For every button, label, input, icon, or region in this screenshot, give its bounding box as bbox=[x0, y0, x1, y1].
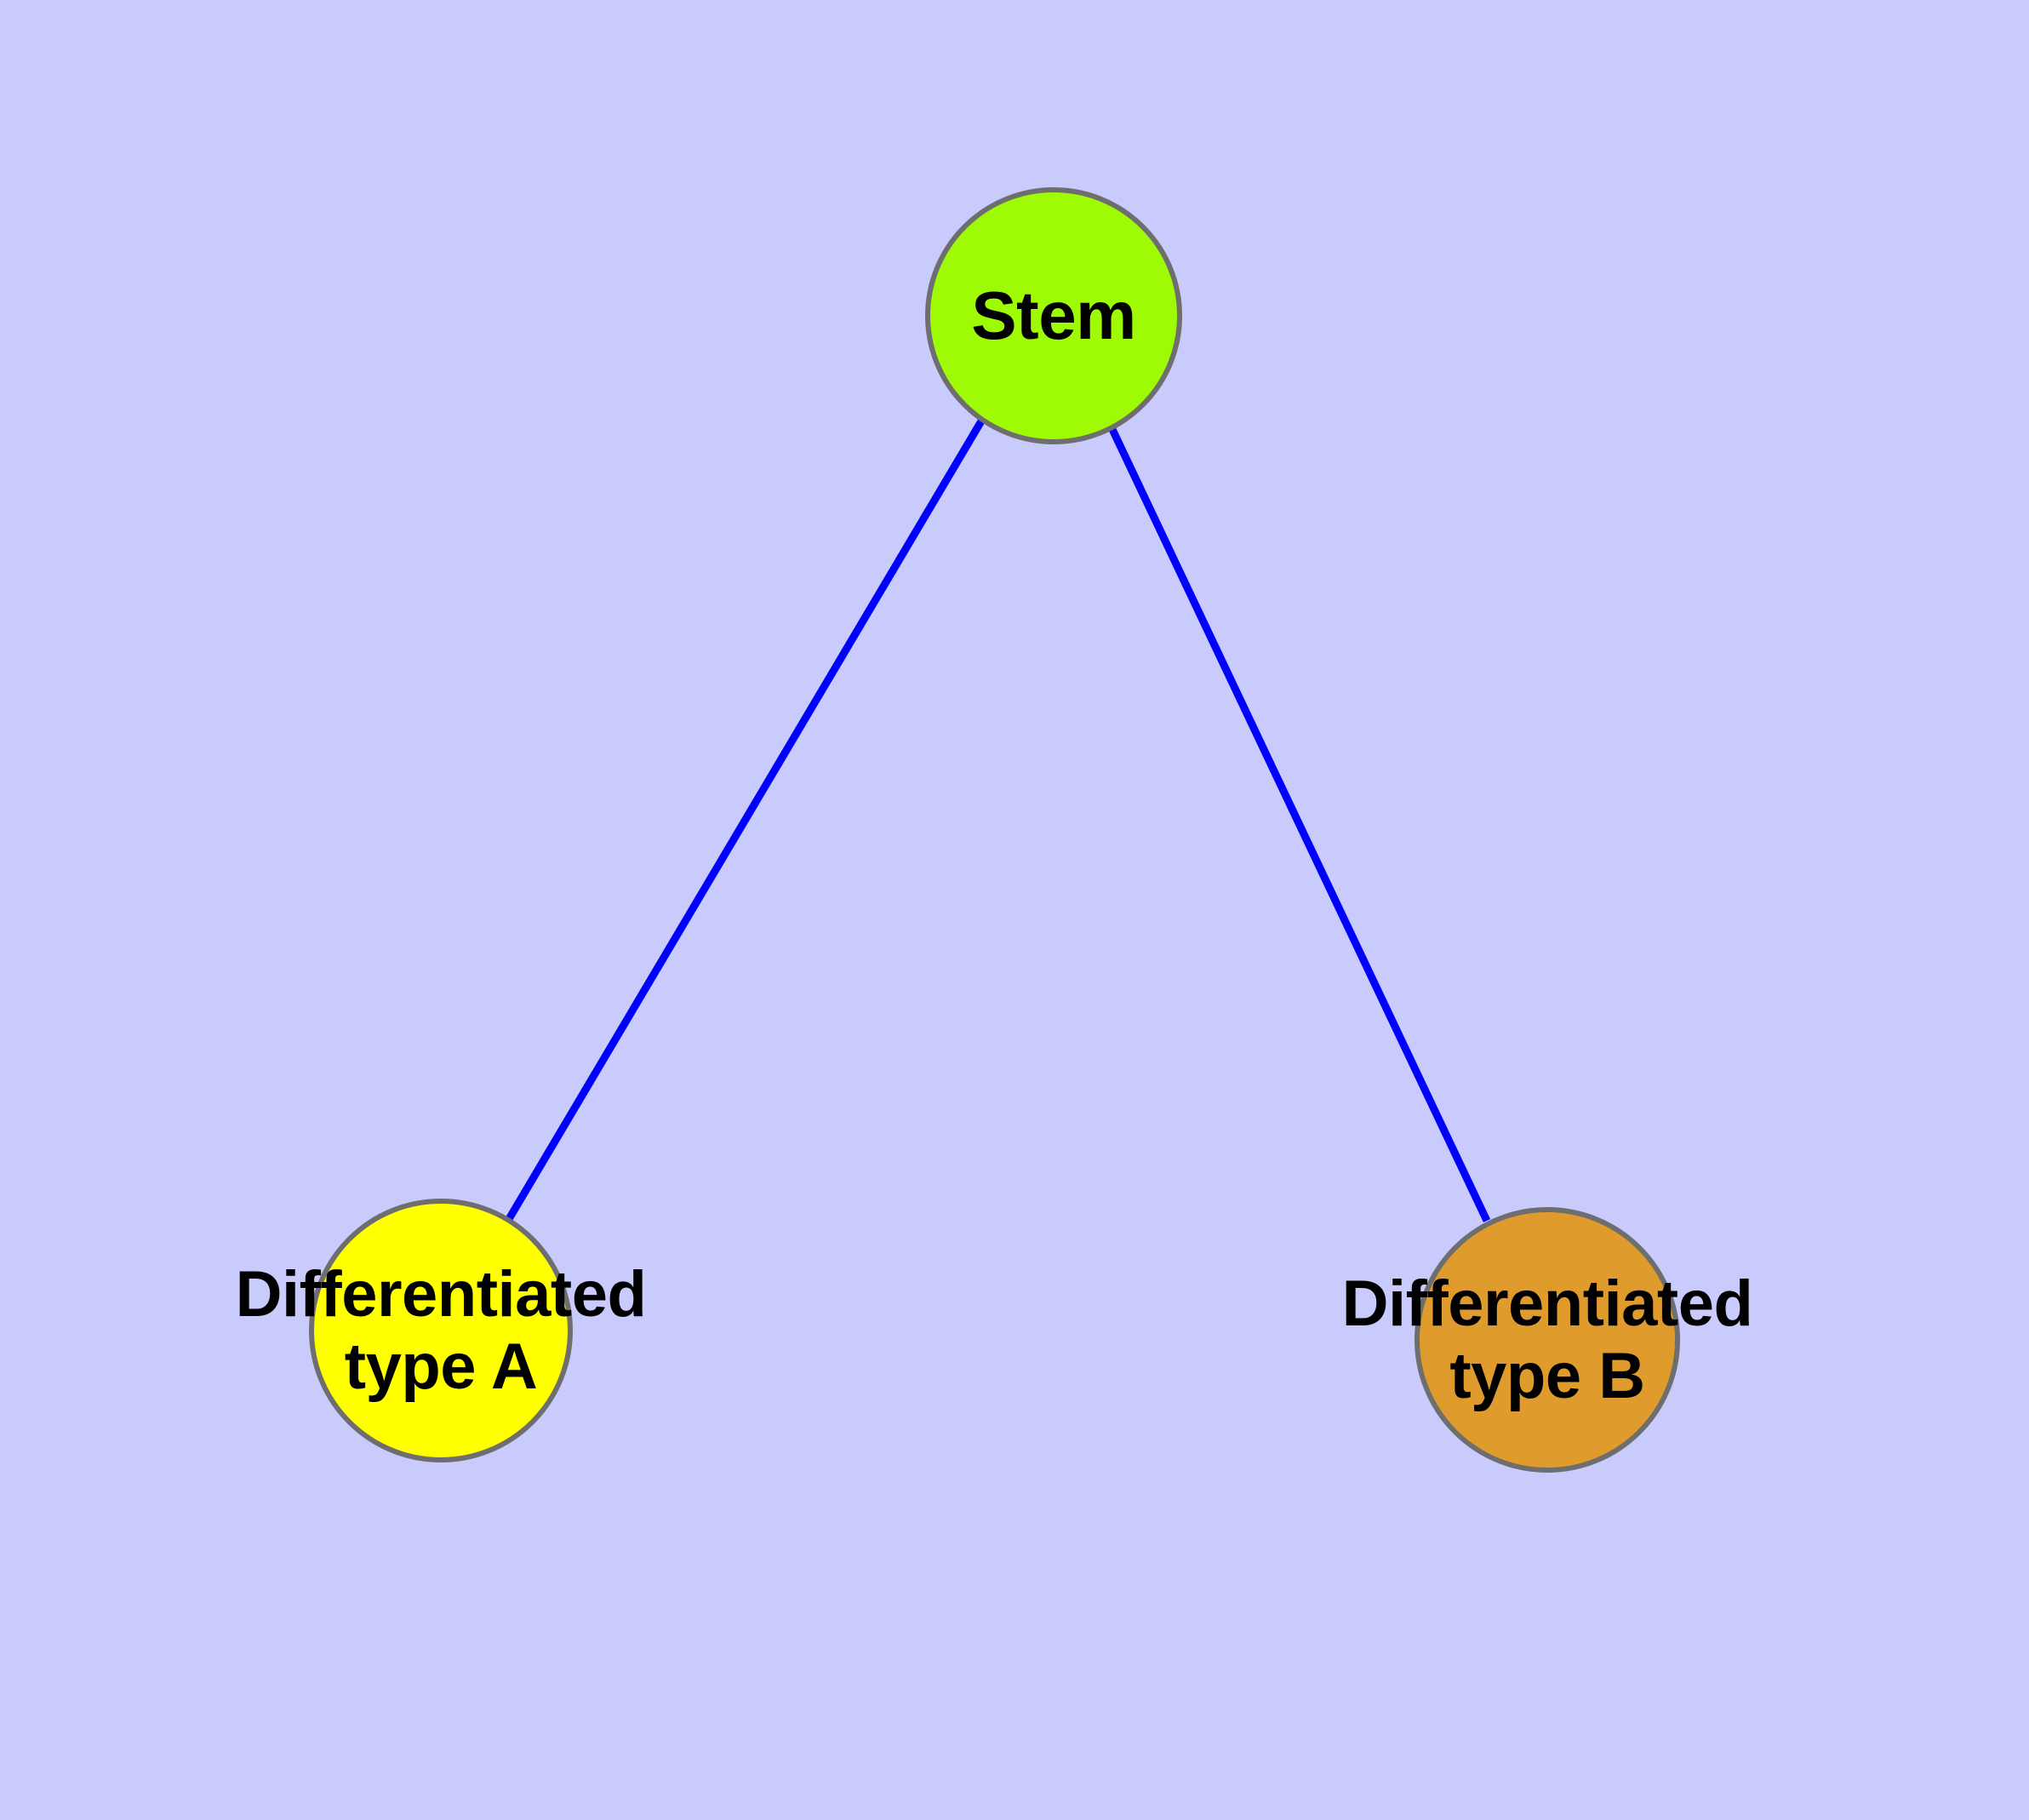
edge-stem-to-diff-a bbox=[506, 417, 986, 1222]
node-circle-diff-b[interactable] bbox=[1415, 1207, 1680, 1473]
edge-stem-to-diff-b bbox=[1106, 422, 1491, 1222]
node-circle-stem[interactable] bbox=[925, 187, 1182, 444]
node-circle-diff-a[interactable] bbox=[309, 1199, 573, 1462]
nodes-group bbox=[309, 187, 1680, 1473]
edges-group bbox=[506, 417, 1491, 1222]
